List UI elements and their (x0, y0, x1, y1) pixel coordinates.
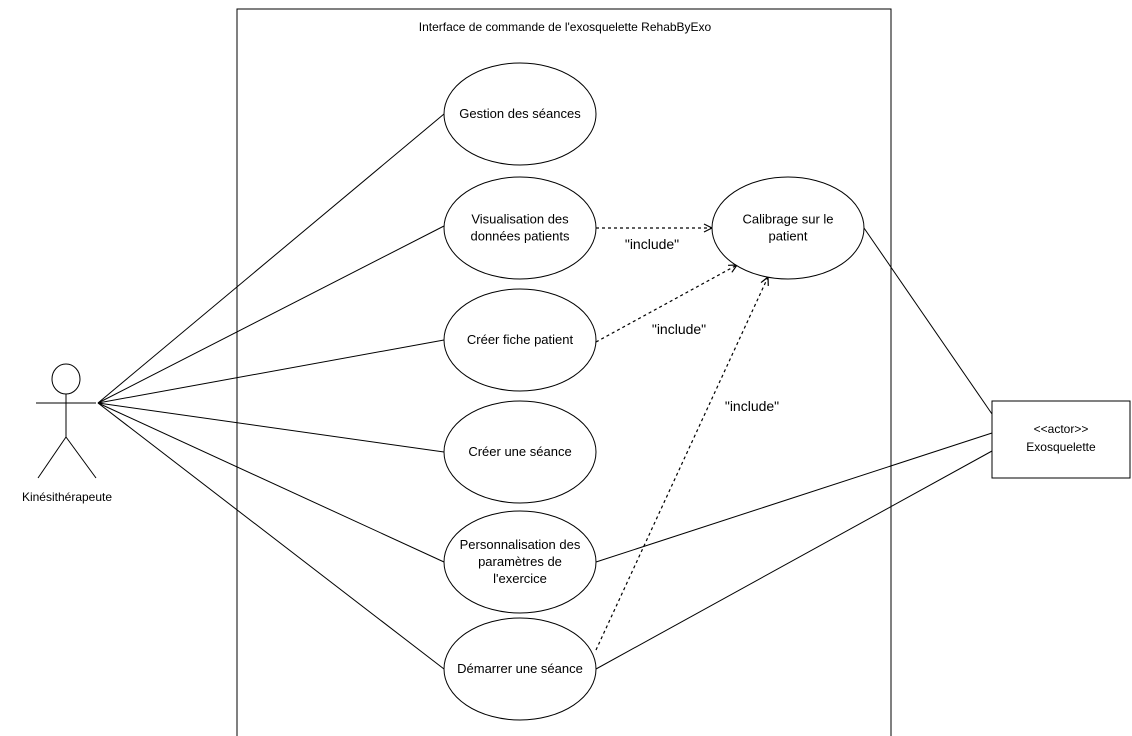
actor-kinesitherapeute[interactable] (36, 363, 97, 479)
assoc-demarrer-exo (595, 450, 993, 670)
actor-exosquelette-box (991, 400, 1131, 479)
use-case-creer-seance[interactable]: Créer une séance (443, 400, 597, 504)
assoc-kine-visualisation (97, 225, 445, 404)
include-creer-fiche-calibrage (595, 265, 737, 343)
use-case-label-line: Démarrer une séance (457, 661, 583, 676)
actor-head (51, 363, 81, 395)
use-case-creer-fiche[interactable]: Créer fiche patient (443, 288, 597, 392)
use-case-label-line: Créer une séance (468, 444, 571, 459)
use-case-label-line: Visualisation des (471, 212, 569, 227)
use-case-creer-seance-label: Créer une séance (468, 444, 571, 459)
assoc-kine-demarrer (97, 402, 445, 670)
use-case-visualisation-label: Visualisation des données patients (470, 212, 570, 244)
actor-exosquelette-stereotype: <<actor>> (1034, 422, 1089, 436)
assoc-kine-gestion (97, 113, 445, 404)
use-case-creer-fiche-label: Créer fiche patient (467, 332, 574, 347)
assoc-kine-creer-fiche (97, 339, 445, 404)
include-demarrer-calibrage (595, 277, 768, 651)
actor-exosquelette-label: Exosquelette (1026, 440, 1096, 454)
assoc-kine-creer-seance (97, 402, 445, 453)
exo-associations (595, 227, 993, 670)
assoc-personnalisation-exo (595, 432, 993, 563)
use-case-personnalisation-label: Personnalisation des paramètres de l'exerc… (460, 537, 581, 586)
assoc-calibrage-exo (863, 227, 993, 415)
use-case-personnalisation[interactable]: Personnalisation des paramètres de l'exerc… (443, 510, 597, 614)
kine-associations (97, 113, 445, 670)
use-case-label-line: patient (768, 229, 807, 244)
use-case-label-line: Personnalisation des (460, 537, 581, 552)
actor-exosquelette[interactable] (991, 400, 1131, 479)
include-relations (595, 228, 768, 651)
include-label-1: "include" (625, 236, 679, 252)
use-case-label-line: données patients (470, 229, 570, 244)
use-case-gestion-label: Gestion des séances (459, 106, 581, 121)
use-case-visualisation[interactable]: Visualisation des données patients (443, 176, 597, 280)
use-case-label-line: paramètres de (478, 554, 562, 569)
assoc-kine-personnalisation (97, 402, 445, 563)
use-case-gestion[interactable]: Gestion des séances (443, 62, 597, 166)
use-case-demarrer-label: Démarrer une séance (457, 661, 583, 676)
use-case-label-line: Gestion des séances (459, 106, 581, 121)
use-case-label-line: Calibrage sur le (742, 212, 833, 227)
system-title: Interface de commande de l'exosquelette … (419, 20, 712, 34)
use-case-label-line: Créer fiche patient (467, 332, 574, 347)
include-label-3: "include" (725, 398, 779, 414)
use-case-calibrage[interactable]: Calibrage sur le patient (711, 176, 865, 280)
actor-kinesitherapeute-label: Kinésithérapeute (22, 490, 112, 504)
use-case-demarrer[interactable]: Démarrer une séance (443, 617, 597, 721)
include-label-2: "include" (652, 321, 706, 337)
use-case-label-line: l'exercice (493, 571, 547, 586)
use-case-calibrage-label: Calibrage sur le patient (742, 212, 833, 244)
